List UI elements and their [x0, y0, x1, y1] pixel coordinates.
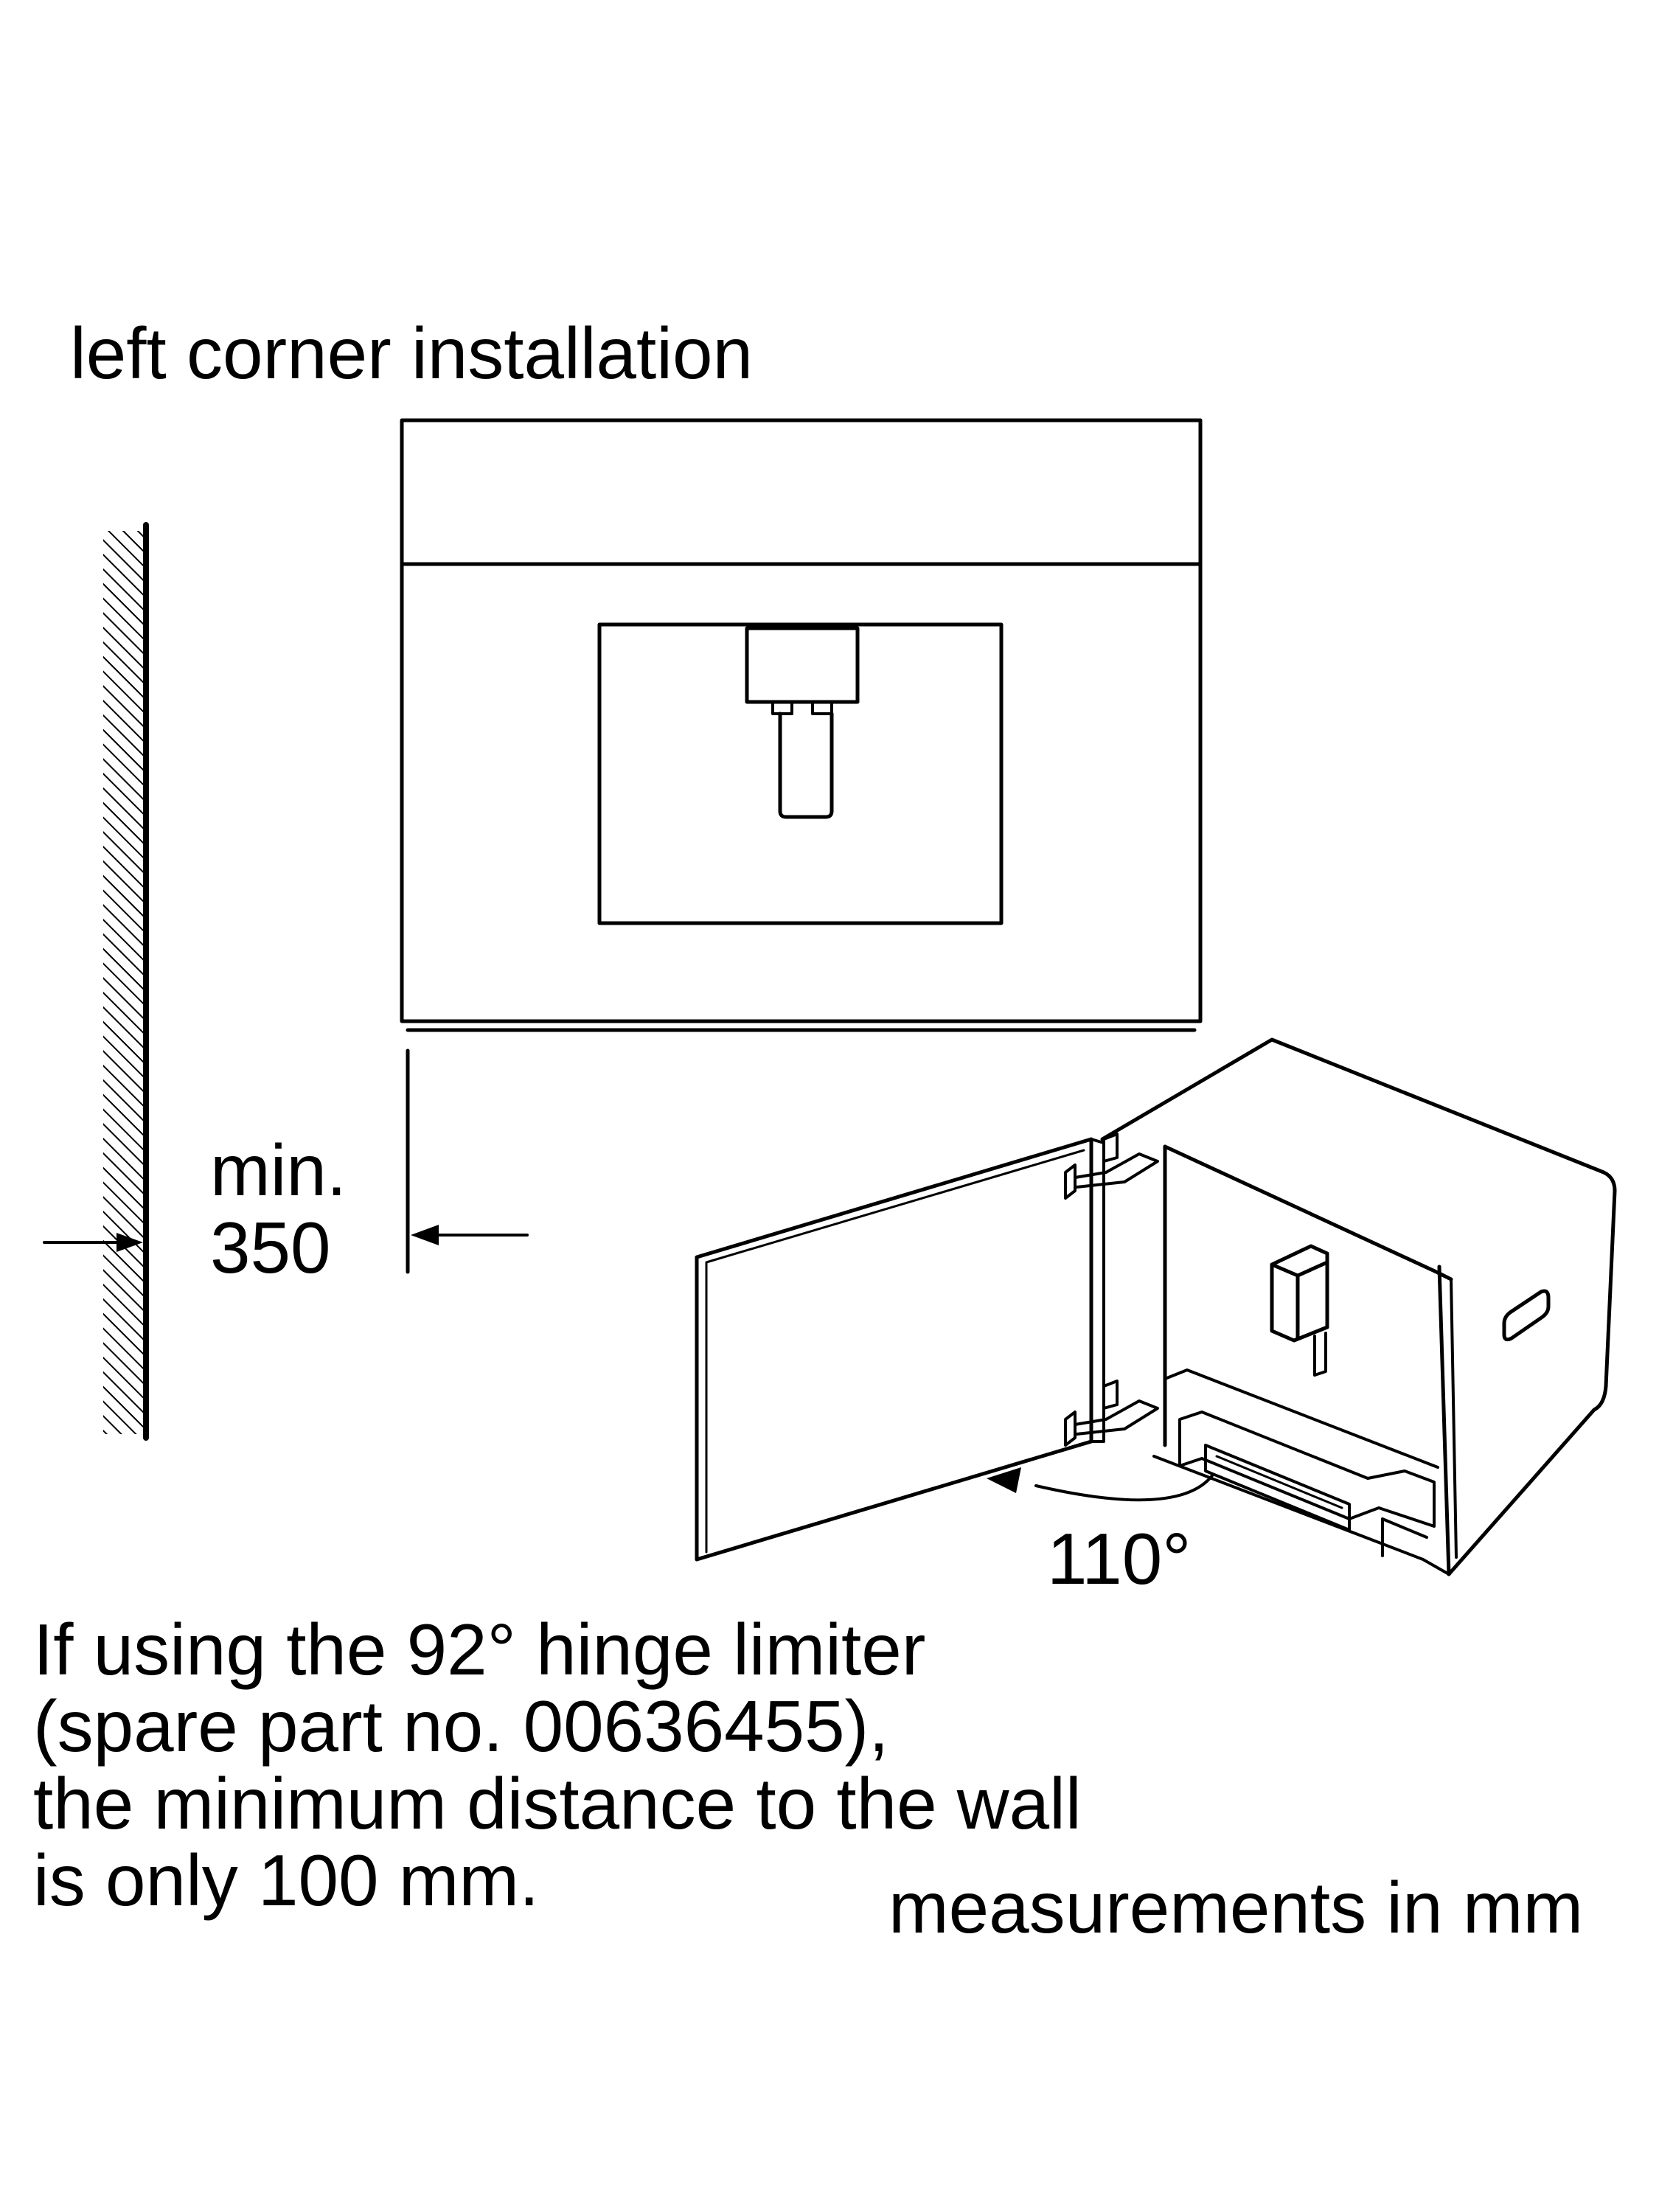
- grounds-drawer-slot: [1215, 1455, 1343, 1509]
- dimension-label: min. 350: [210, 1132, 347, 1287]
- appliance-isometric-view: [695, 1037, 1617, 1576]
- note-line-2: (spare part no. 00636455),: [33, 1686, 889, 1767]
- right-arrow-head: [411, 1225, 439, 1245]
- appliance-front-view: [400, 418, 1203, 1032]
- cabinet-front-top: [1163, 1144, 1453, 1281]
- appliance-body: [400, 418, 1203, 1023]
- dispenser-spout: [778, 712, 834, 819]
- dimension-label-line-1: min.: [210, 1130, 347, 1211]
- lower-hinge: [1064, 1399, 1159, 1447]
- cabinet-top-edge: [1100, 1037, 1606, 1175]
- door-inner-edge: [705, 1149, 1085, 1554]
- rotation-arrow-head: [987, 1467, 1021, 1493]
- cabinet-front-corner: [1437, 1265, 1451, 1576]
- left-arrow-head: [116, 1233, 143, 1252]
- nozzle-left: [771, 700, 793, 715]
- brew-chamber: [597, 622, 1004, 925]
- cavity-floor-front: [1152, 1455, 1450, 1576]
- upper-hinge-pin: [1102, 1133, 1119, 1163]
- nozzle-right: [811, 700, 833, 715]
- dimension-value: 350: [210, 1206, 331, 1288]
- side-handle: [1502, 1289, 1551, 1342]
- upper-hinge: [1064, 1152, 1159, 1200]
- door-hinge-edge: [1090, 1138, 1105, 1443]
- note-line-3: the minimum distance to the wall: [33, 1762, 1082, 1844]
- units-note: measurements in mm: [888, 1867, 1584, 1948]
- door-outer: [695, 1137, 1093, 1562]
- wall-hatching: [103, 531, 145, 1434]
- inner-dispenser: [1270, 1244, 1329, 1343]
- cabinet-right-side: [1447, 1170, 1617, 1576]
- cabinet-front-corner-inner: [1450, 1278, 1458, 1559]
- installation-note: If using the 92° hinge limiter (spare pa…: [33, 1611, 1082, 1919]
- note-line-4: is only 100 mm.: [33, 1840, 540, 1921]
- drip-tray: [1178, 1411, 1436, 1528]
- diagram-title: left corner installation: [70, 313, 754, 394]
- dispenser-head: [745, 626, 860, 704]
- grounds-drawer: [1204, 1444, 1351, 1531]
- door-angle-label: 110°: [1047, 1518, 1192, 1599]
- drawer-front-right: [1381, 1517, 1428, 1557]
- dimension-markings: [43, 1048, 529, 1274]
- rotation-arc: [1034, 1473, 1214, 1502]
- note-line-1: If using the 92° hinge limiter: [33, 1609, 926, 1690]
- inner-spout: [1313, 1332, 1327, 1377]
- wall: [103, 522, 149, 1441]
- lower-hinge-pin: [1102, 1380, 1119, 1410]
- cavity-back-edge: [1164, 1368, 1439, 1469]
